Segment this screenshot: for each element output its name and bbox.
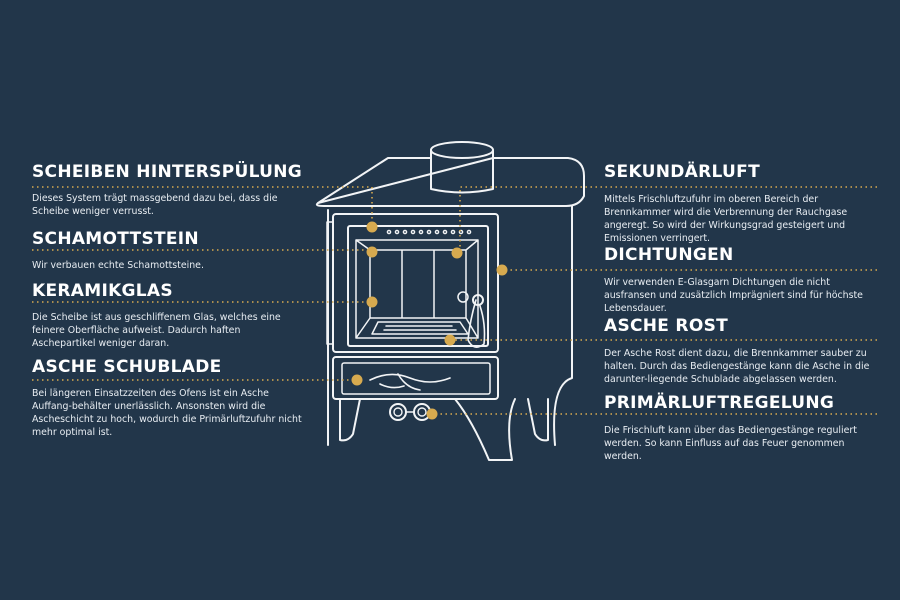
stove-top-plate bbox=[315, 157, 585, 207]
callout-schamottstein: SCHAMOTTSTEIN Wir verbauen echte Schamot… bbox=[32, 229, 307, 272]
drawer-handle bbox=[369, 373, 451, 391]
callout-sekundaerluft: SEKUNDÄRLUFT Mittels Frischluftzufuhr im… bbox=[604, 162, 876, 245]
door-knob bbox=[472, 294, 484, 306]
stove-illustration bbox=[315, 141, 585, 461]
leader-sekundaer bbox=[459, 186, 877, 252]
callout-text: Die Scheibe ist aus geschliffenem Glas, … bbox=[32, 312, 281, 349]
marker-primaer bbox=[426, 408, 438, 420]
callout-asche-rost: ASCHE ROST Der Asche Rost dient dazu, di… bbox=[604, 316, 876, 386]
firebox-interior bbox=[355, 239, 479, 339]
door-frame bbox=[332, 213, 499, 353]
callout-title: DICHTUNGEN bbox=[604, 245, 734, 265]
callout-dichtungen: DICHTUNGEN Wir verwenden E-Glasgarn Dich… bbox=[604, 245, 876, 315]
air-slot-row bbox=[386, 229, 472, 235]
primary-air-knob-left bbox=[389, 403, 407, 421]
markers bbox=[351, 221, 508, 420]
door-handle bbox=[467, 299, 486, 348]
stove-body bbox=[327, 205, 573, 446]
callout-primaerluftregelung: PRIMÄRLUFTREGELUNG Die Frischluft kann ü… bbox=[604, 393, 876, 463]
callout-scheiben-hinterspuelung: SCHEIBEN HINTERSPÜLUNG Dieses System trä… bbox=[32, 162, 307, 218]
ash-grate bbox=[371, 321, 469, 335]
marker-schublade bbox=[351, 374, 363, 386]
callout-asche-schublade: ASCHE SCHUBLADE Bei längeren Einsatzzeit… bbox=[32, 357, 307, 439]
callout-title: SCHEIBEN HINTERSPÜLUNG bbox=[32, 162, 303, 182]
callout-text: Wir verwenden E-Glasgarn Dichtungen die … bbox=[604, 277, 863, 314]
flue-pipe bbox=[430, 149, 494, 194]
callout-text: Die Frischluft kann über das Bediengestä… bbox=[604, 425, 857, 462]
leader-scheiben bbox=[32, 186, 373, 227]
marker-rost bbox=[444, 334, 456, 346]
callout-title: KERAMIKGLAS bbox=[32, 281, 173, 301]
door-inner bbox=[347, 225, 489, 347]
callout-title: PRIMÄRLUFTREGELUNG bbox=[604, 393, 835, 413]
callout-title: SEKUNDÄRLUFT bbox=[604, 162, 760, 182]
ash-drawer bbox=[332, 356, 499, 400]
callout-title: ASCHE SCHUBLADE bbox=[32, 357, 222, 377]
callout-text: Dieses System trägt massgebend dazu bei,… bbox=[32, 193, 278, 217]
callout-title: ASCHE ROST bbox=[604, 316, 729, 336]
callout-text: Wir verbauen echte Schamottsteine. bbox=[32, 260, 204, 271]
ash-drawer-inner bbox=[341, 362, 491, 395]
marker-scheiben bbox=[366, 221, 378, 233]
flue-pipe-top bbox=[430, 141, 494, 159]
callout-text: Bei längeren Einsatzzeiten des Ofens ist… bbox=[32, 388, 302, 438]
marker-keramik bbox=[366, 296, 378, 308]
callout-text: Mittels Frischluftzufuhr im oberen Berei… bbox=[604, 194, 848, 244]
marker-sekundaer bbox=[451, 247, 463, 259]
callout-text: Der Asche Rost dient dazu, die Brennkamm… bbox=[604, 348, 870, 385]
marker-schamott bbox=[366, 246, 378, 258]
callout-title: SCHAMOTTSTEIN bbox=[32, 229, 199, 249]
door-hinge bbox=[326, 221, 334, 345]
callout-keramikglas: KERAMIKGLAS Die Scheibe ist aus geschlif… bbox=[32, 281, 307, 350]
stove-legs bbox=[339, 398, 549, 461]
marker-dichtungen bbox=[496, 264, 508, 276]
leader-lines bbox=[32, 186, 877, 415]
